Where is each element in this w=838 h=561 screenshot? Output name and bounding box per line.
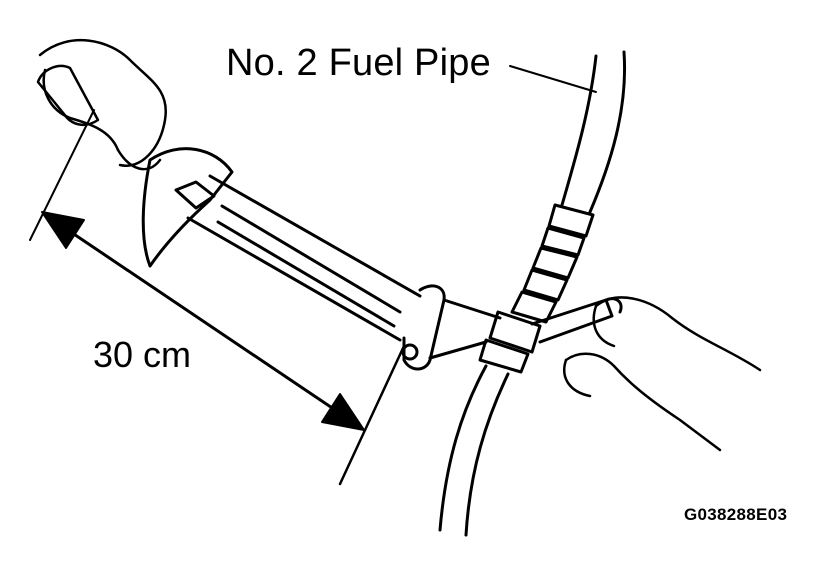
leader-line-icon xyxy=(509,65,597,93)
fuel-pipe-icon xyxy=(478,50,627,374)
figure-code-label: G038288E03 xyxy=(684,505,788,524)
leader-line-icon xyxy=(29,109,95,241)
fuel-pipe-label: No. 2 Fuel Pipe xyxy=(226,42,491,84)
hand-icon xyxy=(563,296,762,452)
lower-pipe-icon xyxy=(438,364,510,537)
spanner-icon xyxy=(530,297,623,344)
hand-icon xyxy=(36,39,168,171)
dimension-label: 30 cm xyxy=(93,334,192,375)
torque-wrench-icon xyxy=(141,147,502,371)
dimension-arrow-icon xyxy=(41,211,406,486)
